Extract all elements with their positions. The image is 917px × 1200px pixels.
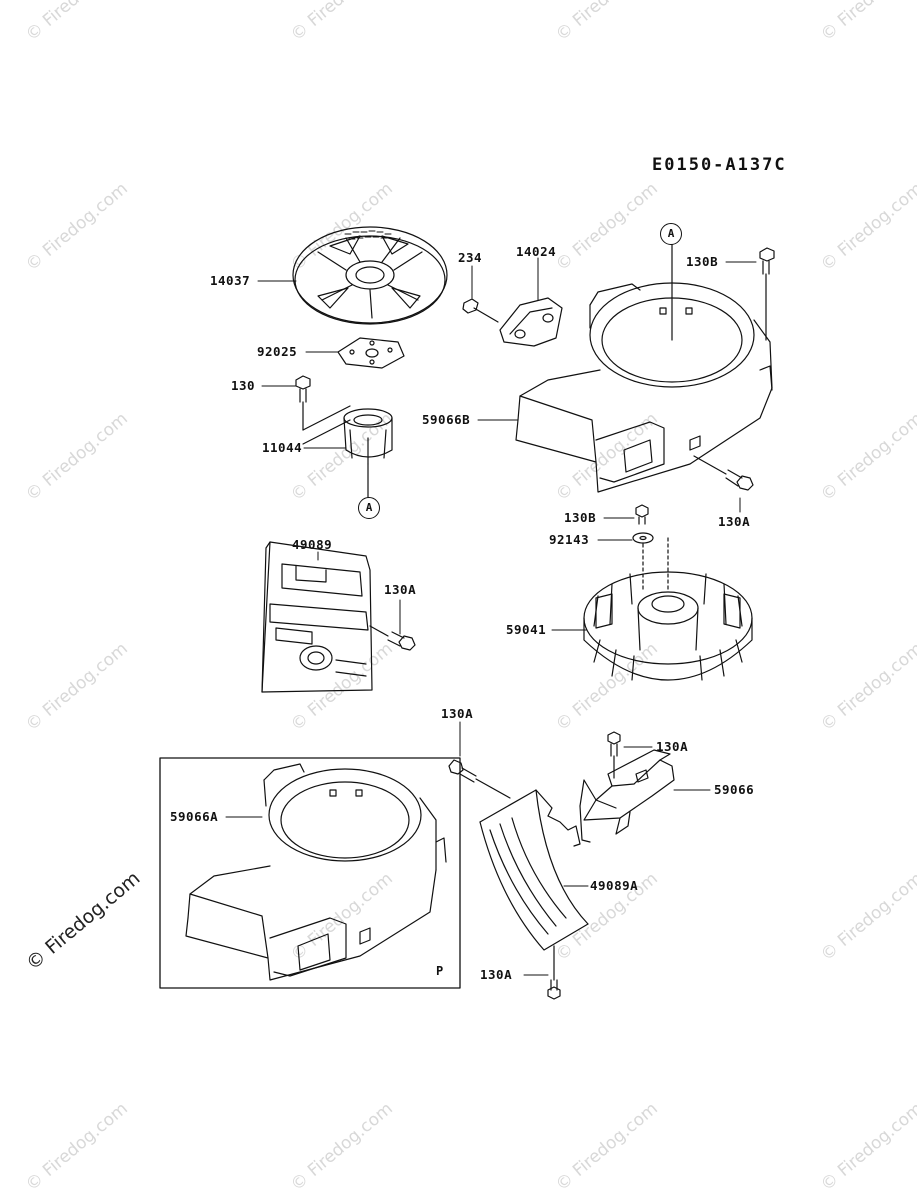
bolt-130b-top-drawing xyxy=(759,247,775,341)
part-label-49089a: 49089A xyxy=(590,878,639,893)
part-label-130b-mid: 130B xyxy=(564,510,597,525)
part-label-59066: 59066 xyxy=(714,782,755,797)
diagram-code: E0150-A137C xyxy=(652,155,787,175)
bolt-130a-center-cover-49089a-drawing xyxy=(448,759,589,951)
bolt-234-plate-14024-drawing xyxy=(462,297,563,347)
bolt-130a-right-drawing xyxy=(693,455,754,491)
inset-frame xyxy=(159,757,461,989)
part-label-130a-right: 130A xyxy=(718,514,751,529)
plate-92025-drawing xyxy=(337,337,405,369)
part-label-234: 234 xyxy=(458,250,483,265)
part-label-11044: 11044 xyxy=(262,440,303,455)
part-label-130: 130 xyxy=(231,378,256,393)
part-label-59066b: 59066B xyxy=(422,412,471,427)
bolt-130-hub-11044-drawing xyxy=(295,375,393,499)
blower-housing-59066b-drawing xyxy=(515,237,773,493)
callout-a-top: A xyxy=(660,223,682,245)
leader-lines xyxy=(225,239,757,976)
shroud-49089-drawing xyxy=(261,541,373,693)
inset-marker: P xyxy=(436,964,444,978)
part-label-130b-top: 130B xyxy=(686,254,719,269)
bolt-130b-mid-washer-92143-drawing xyxy=(632,504,654,591)
part-label-14024: 14024 xyxy=(516,244,557,259)
part-label-130a-bracket: 130A xyxy=(656,739,689,754)
flywheel-59041-drawing xyxy=(583,537,753,681)
bolt-130a-bottom-drawing xyxy=(547,945,561,1000)
part-label-59041: 59041 xyxy=(506,622,547,637)
rotating-screen-drawing xyxy=(292,226,448,325)
part-label-92025: 92025 xyxy=(257,344,298,359)
part-label-92143: 92143 xyxy=(549,532,590,547)
bolt-130a-left-drawing xyxy=(369,625,416,651)
part-label-59066a: 59066A xyxy=(170,809,219,824)
part-label-130a-center: 130A xyxy=(441,706,474,721)
blower-housing-59066a-drawing xyxy=(185,763,447,981)
part-label-130a-bottom: 130A xyxy=(480,967,513,982)
part-label-49089: 49089 xyxy=(292,537,333,552)
part-label-130a-left: 130A xyxy=(384,582,417,597)
callout-a-bottom: A xyxy=(358,497,380,519)
part-label-14037: 14037 xyxy=(210,273,251,288)
bolt-130a-bracket-59066-drawing xyxy=(579,731,675,843)
